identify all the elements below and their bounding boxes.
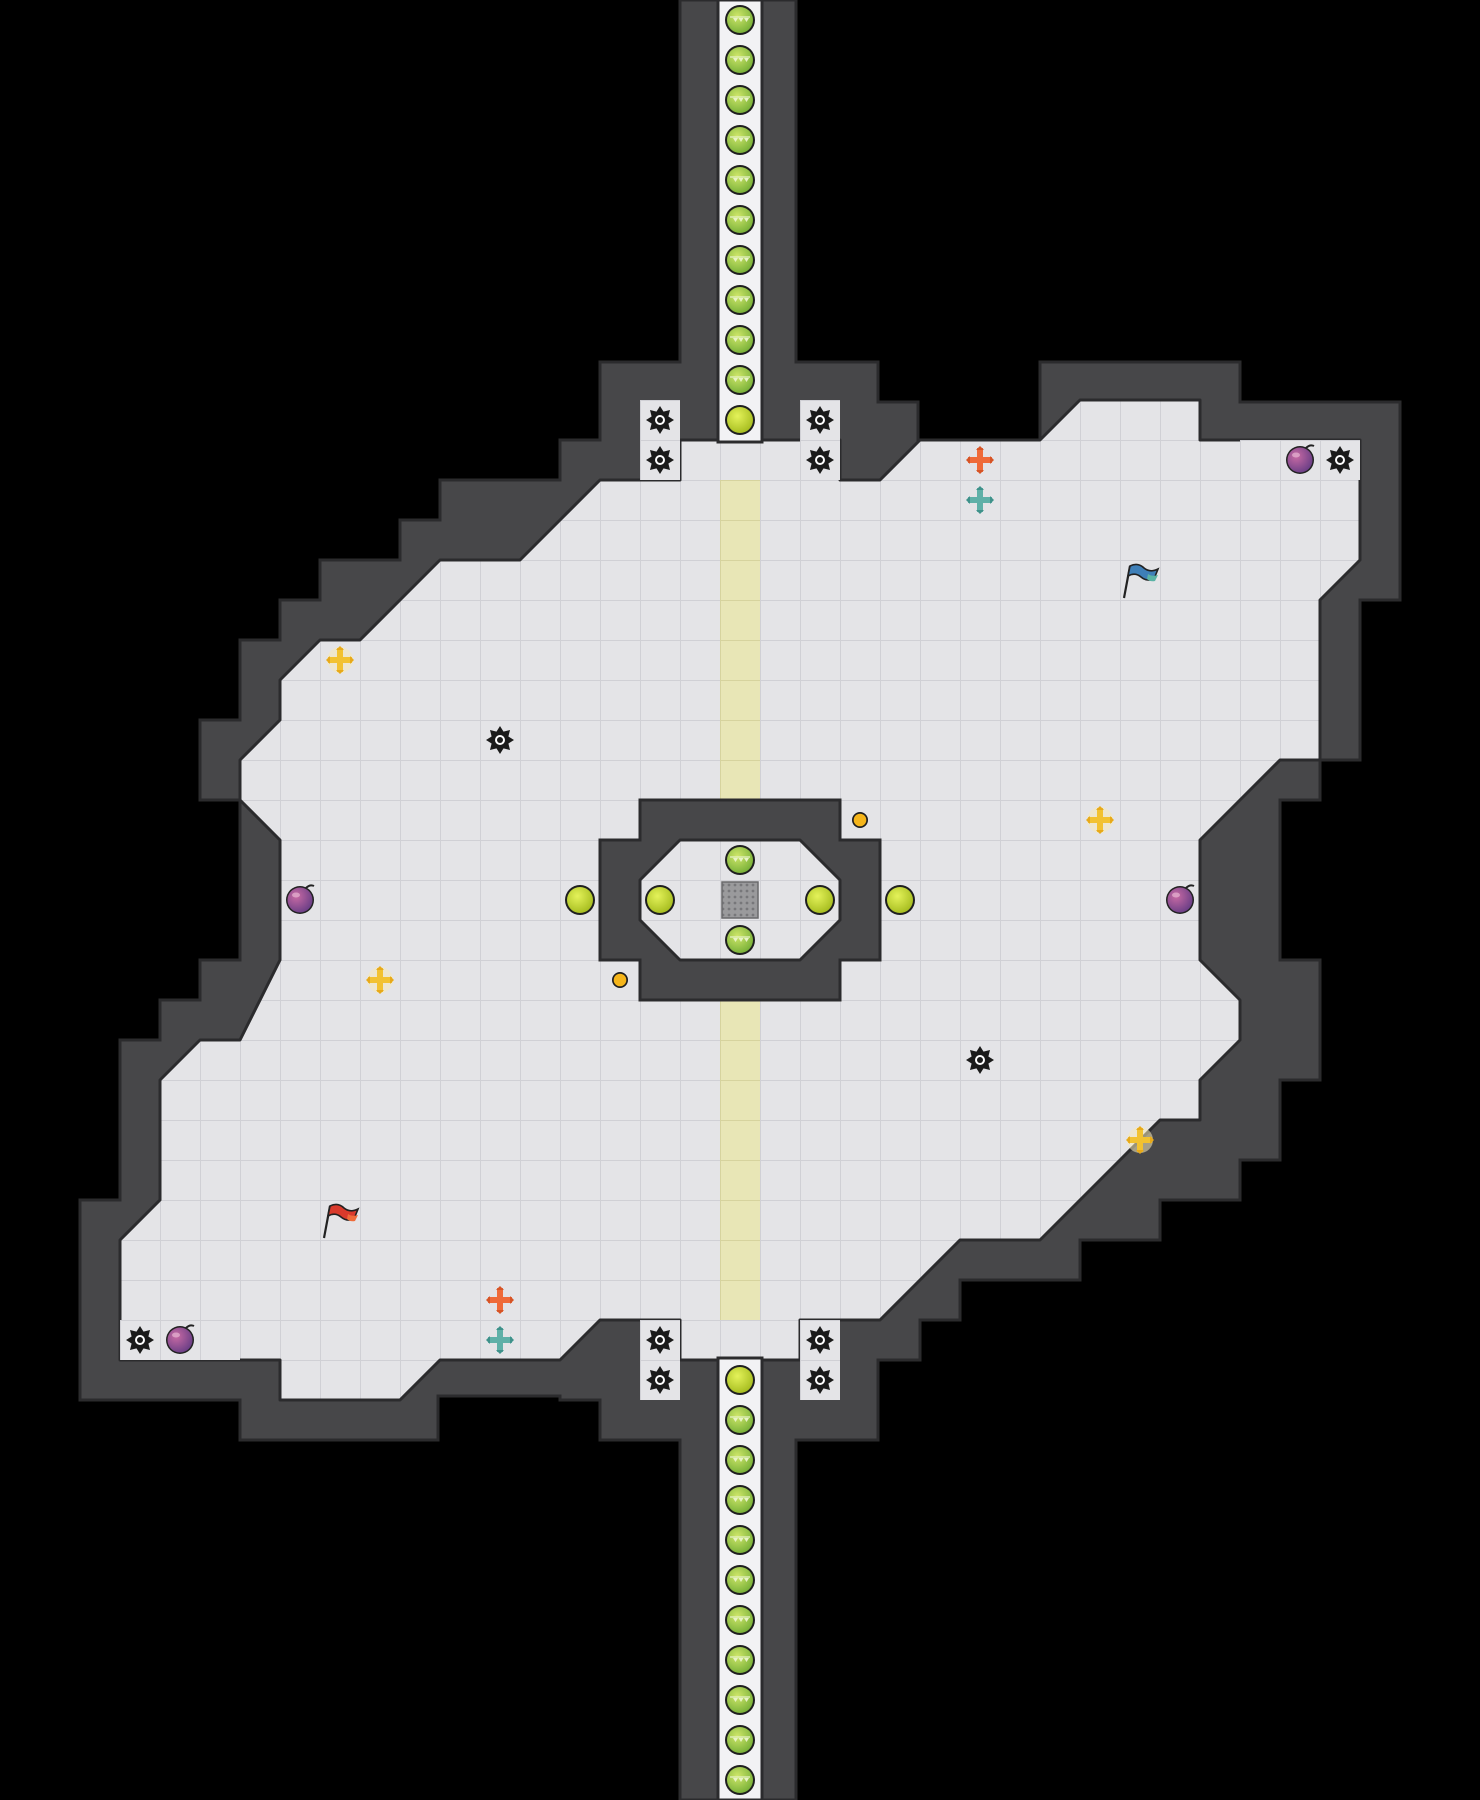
spike-icon — [1326, 446, 1354, 474]
gate-ball-icon — [724, 124, 756, 156]
gate-ball-icon — [724, 1724, 756, 1756]
ball-icon — [565, 885, 595, 915]
ball-icon — [645, 885, 675, 915]
gate-ball-icon — [724, 1484, 756, 1516]
spike-icon — [646, 1326, 674, 1354]
gate-ball-icon — [724, 1604, 756, 1636]
gate-ball-icon — [724, 1524, 756, 1556]
gate-ball-icon — [724, 4, 756, 36]
ball-icon — [725, 1365, 755, 1395]
spike-icon — [806, 1366, 834, 1394]
gate-ball-icon — [724, 84, 756, 116]
spike-icon — [646, 406, 674, 434]
gate-ball-icon — [724, 44, 756, 76]
gate-ball-icon — [724, 164, 756, 196]
mini-ball-icon — [852, 812, 868, 828]
mini-ball-icon — [612, 972, 628, 988]
spike-icon — [806, 406, 834, 434]
gate-ball-icon — [724, 844, 756, 876]
spike-icon — [646, 1366, 674, 1394]
ball-icon — [805, 885, 835, 915]
neutral-zone — [720, 480, 760, 1320]
blue-flag-icon — [1122, 563, 1160, 599]
gate-ball-icon — [724, 364, 756, 396]
gate-ball-icon — [724, 1644, 756, 1676]
gate-ball-icon — [724, 1564, 756, 1596]
gate-ball-icon — [724, 324, 756, 356]
gate-ball-icon — [724, 924, 756, 956]
gate-ball-icon — [724, 1404, 756, 1436]
spike-icon — [646, 446, 674, 474]
center-structure — [598, 798, 882, 1002]
gate-ball-icon — [724, 244, 756, 276]
spike-icon — [126, 1326, 154, 1354]
portal-icon — [721, 881, 759, 919]
spike-icon — [966, 1046, 994, 1074]
spike-icon — [806, 446, 834, 474]
ball-icon — [725, 405, 755, 435]
gate-ball-icon — [724, 1684, 756, 1716]
ball-icon — [885, 885, 915, 915]
gate-ball-icon — [724, 1764, 756, 1796]
red-flag-icon — [322, 1203, 360, 1239]
spike-icon — [806, 1326, 834, 1354]
spike-icon — [486, 726, 514, 754]
gate-ball-icon — [724, 284, 756, 316]
gate-ball-icon — [724, 1444, 756, 1476]
gate-ball-icon — [724, 204, 756, 236]
